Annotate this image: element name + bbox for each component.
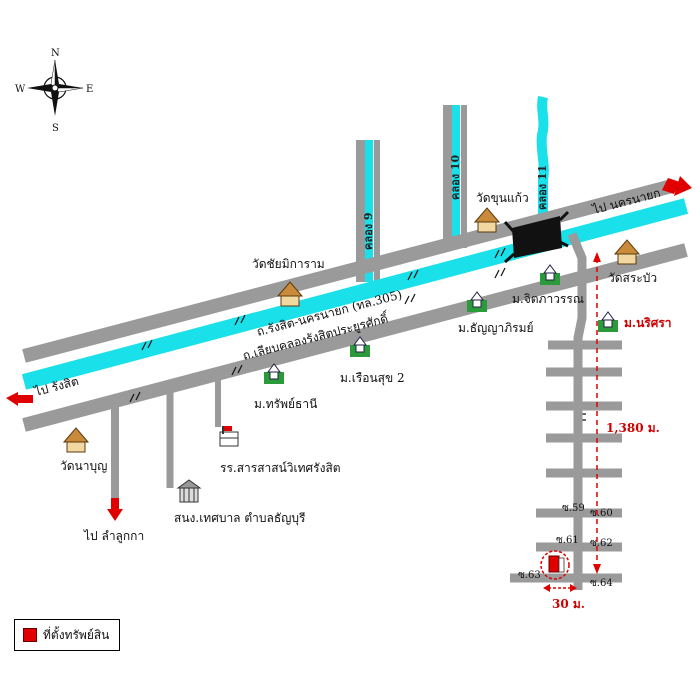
temple-icon (613, 239, 641, 265)
label-wat-khun-kaew: วัดขุนแก้ว (476, 191, 529, 206)
khlong-9-label: คลอง 9 (362, 212, 375, 250)
bridge-khlong-11 (503, 210, 570, 264)
soi-network (510, 232, 622, 590)
property-location-marker (540, 550, 570, 580)
arrow-to-lam-luk-ka-icon (107, 498, 123, 521)
temple-icon (473, 207, 501, 233)
school-icon (219, 426, 239, 447)
village-icon (598, 311, 618, 332)
label-school: รร.สารสาสน์วิเทศรังสิต (220, 461, 341, 475)
khlong-10-label: คลอง 10 (449, 154, 462, 200)
distance-30-label: 30 ม. (552, 597, 585, 611)
soi-63-label: ซ.63 (518, 570, 541, 581)
khlong-11 (536, 95, 549, 225)
soi-62-label: ซ.62 (590, 538, 613, 549)
label-ban-sap: ม.ทรัพย์ธานี (254, 397, 317, 411)
legend-label: ที่ตั้งทรัพย์สิน (43, 627, 110, 642)
temple-icon (276, 281, 304, 307)
label-ban-narisara: ม.นริศรา (624, 316, 672, 330)
village-icon (467, 291, 487, 312)
label-wat-na-bun: วัดนาบุญ (60, 459, 107, 474)
khlong-10 (443, 105, 467, 248)
label-wat-sa-bua: วัดสระบัว (608, 271, 657, 285)
distance-arrow-30 (543, 584, 577, 592)
village-icon (540, 264, 560, 285)
compass-e: E (86, 84, 93, 95)
label-ban-chit: ม.จิตภาวรรณ (512, 292, 584, 306)
distance-1380-label: 1,380 ม. (606, 421, 660, 435)
compass-w: W (15, 84, 26, 95)
soi-64-label: ซ.64 (590, 578, 613, 589)
road-crossing-marks (129, 247, 586, 421)
compass-s: S (52, 123, 59, 134)
label-ban-thanya: ม.ธัญญาภิรมย์ (458, 321, 534, 335)
soi-60-label: ซ.60 (590, 508, 613, 519)
label-municipal: สนง.เทศบาล ตำบลธัญบุรี (174, 511, 306, 526)
soi-61-label: ซ.61 (556, 535, 579, 546)
soi-59-label: ซ.59 (562, 503, 585, 514)
arrow-to-nakhon-nayok-icon (662, 176, 692, 196)
road-liap-khlong (22, 243, 688, 432)
map-legend: ที่ตั้งทรัพย์สิน (14, 619, 120, 651)
temple-icon (62, 427, 90, 453)
government-building-icon (176, 479, 202, 503)
label-wat-chai: วัดชัยมิการาม (252, 257, 325, 271)
property-swatch (23, 628, 37, 642)
khlong-11-label: คลอง 11 (536, 165, 549, 210)
distance-arrow-1380 (593, 252, 601, 574)
label-to-lam-luk-ka: ไป ลำลูกกา (83, 529, 144, 544)
arrow-to-rangsit-icon (6, 392, 33, 406)
compass-icon (27, 59, 84, 116)
label-ban-ruean: ม.เรือนสุข 2 (340, 371, 405, 386)
village-icon (350, 336, 370, 357)
compass-n: N (51, 48, 60, 59)
village-icon (264, 363, 284, 384)
